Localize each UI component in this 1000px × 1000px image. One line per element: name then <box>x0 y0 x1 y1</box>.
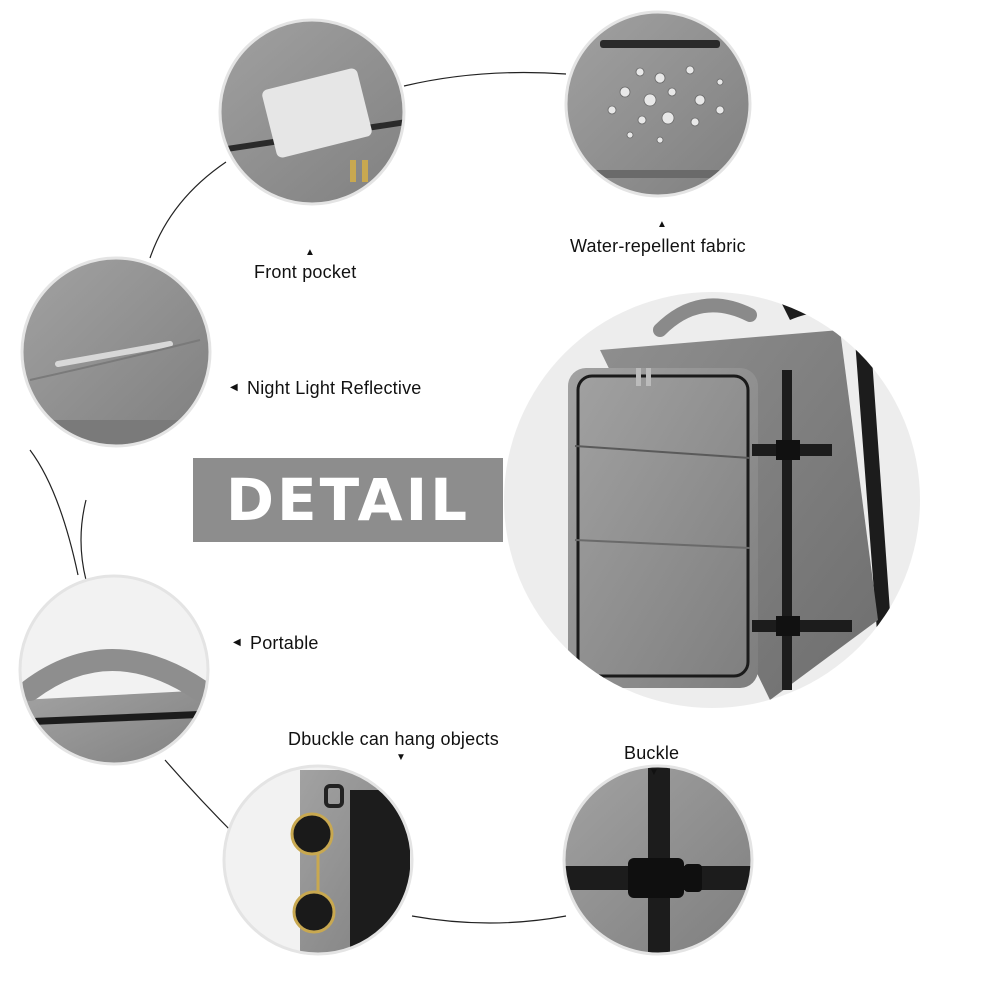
front-pocket-detail-image <box>218 18 406 206</box>
portable-handle-detail-image <box>18 574 210 766</box>
connector-lines <box>29 71 567 924</box>
triangle-up-icon: ▲ <box>657 219 667 230</box>
label-portable: Portable <box>250 633 319 653</box>
label-front-pocket: Front pocket <box>254 262 357 282</box>
label-dbuckle: Dbuckle can hang objects <box>288 729 499 749</box>
label-buckle: Buckle <box>624 743 680 763</box>
triangle-up-icon: ▲ <box>305 247 315 258</box>
buckle-detail-image <box>562 764 754 956</box>
label-water-repellent: Water-repellent fabric <box>570 236 746 256</box>
detail-banner: DETAIL <box>193 458 503 542</box>
label-night-light: Night Light Reflective <box>247 378 422 398</box>
water-repellent-detail-image <box>564 10 752 198</box>
detail-banner-title: DETAIL <box>225 466 471 534</box>
triangle-left-icon: ◀ <box>230 382 238 393</box>
dbuckle-detail-image <box>222 764 414 956</box>
triangle-down-icon: ▼ <box>396 752 406 763</box>
backpack-hero-image <box>504 292 920 708</box>
reflective-strip-detail-image <box>20 256 212 448</box>
triangle-down-icon: ▼ <box>649 767 659 778</box>
triangle-left-icon: ◀ <box>233 637 241 648</box>
